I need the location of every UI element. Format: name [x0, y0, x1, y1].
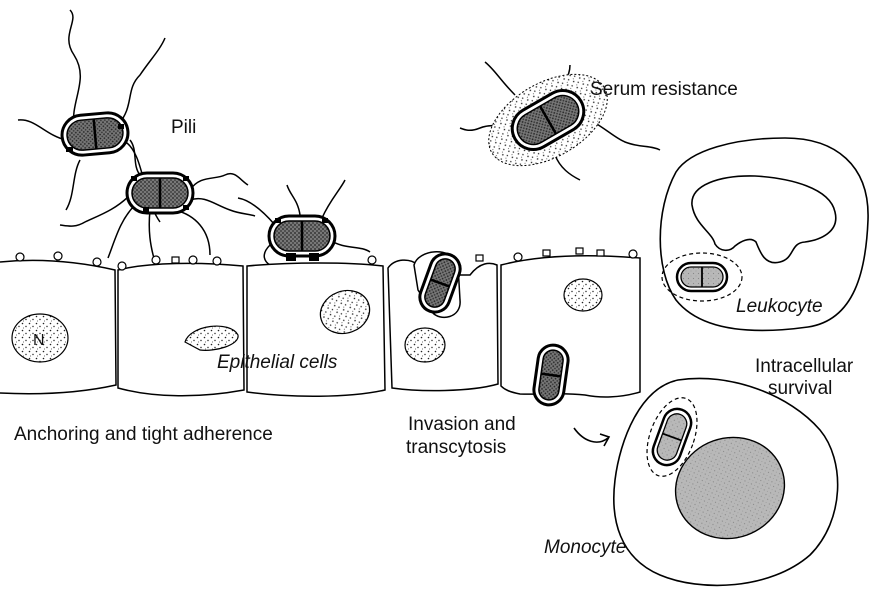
label-intracellular-2: survival: [768, 378, 832, 399]
nucleus: [11, 313, 69, 363]
pili-attached-bacterium: [59, 139, 256, 263]
epithelial-layer: N: [0, 247, 641, 398]
serum-resistant-bacterium: [459, 61, 661, 181]
leukocyte-cell: [659, 137, 869, 332]
label-pili: Pili: [171, 117, 196, 138]
monocyte-cell: [613, 377, 839, 587]
label-invasion-2: transcytosis: [406, 437, 506, 458]
label-serum-resistance: Serum resistance: [590, 79, 738, 100]
label-intracellular-1: Intracellular: [755, 356, 854, 377]
label-monocyte: Monocyte: [544, 537, 626, 558]
label-epithelial-cells: Epithelial cells: [217, 352, 338, 373]
label-leukocyte: Leukocyte: [736, 296, 823, 317]
transcytosed-bacterium: [532, 343, 570, 407]
label-invasion-1: Invasion and: [408, 414, 516, 435]
nucleus-label: N: [33, 332, 45, 349]
arrow-icon: [573, 427, 609, 443]
tight-adherence-bacterium: [237, 179, 371, 266]
invading-bacterium: [413, 251, 462, 319]
label-anchoring: Anchoring and tight adherence: [14, 424, 273, 445]
